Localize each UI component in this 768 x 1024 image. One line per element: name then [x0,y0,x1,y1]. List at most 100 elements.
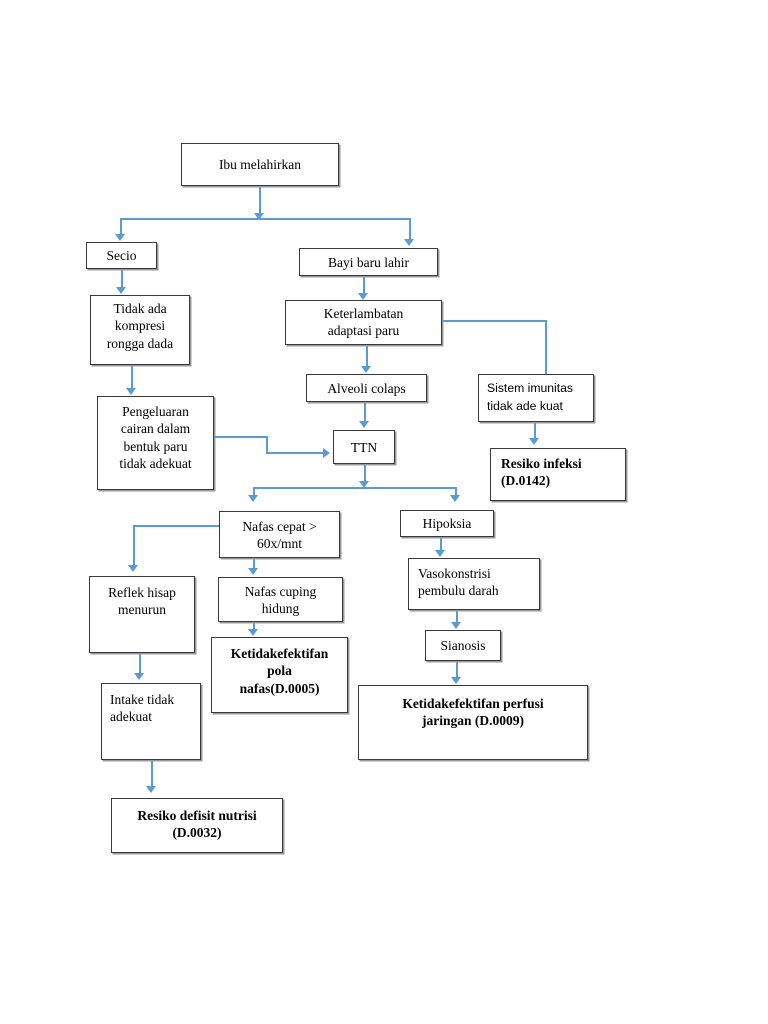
node-ibu-melahirkan[interactable]: Ibu melahirkan [181,143,339,186]
line-2: tidak ade kuat [487,398,563,413]
node-resiko-infeksi-label: Resiko infeksi (D.0142) [501,455,620,490]
node-keterlambatan-adaptasi[interactable]: Keterlambatan adaptasi paru [285,300,442,345]
line-1: Resiko defisit nutrisi [137,808,257,823]
edge-keterlambatan-to-imunitas-v [545,320,547,376]
edge-ttn-split-left [253,487,255,497]
edge-imunitas-to-infeksi [534,421,536,441]
line-1: Nafas cuping [244,584,317,599]
line-1: Ketidakefektifan [230,646,329,661]
node-resiko-defisit-nutrisi[interactable]: Resiko defisit nutrisi (D.0032) [111,798,283,853]
line-2: pembulu darah [418,583,499,599]
arrow-to-reflek [128,565,138,572]
line-1: Resiko infeksi [501,456,582,471]
edge-hipoksia-to-vaso [440,537,442,552]
edge-cuping-to-pola [253,622,255,631]
node-sistem-imunitas-label: Sistem imunitas tidak ade kuat [487,380,588,415]
line-3: bentuk paru [123,438,188,454]
arrow-imunitas-down [529,438,539,445]
edge-keterlambatan-to-imunitas-h [442,320,547,322]
node-bayi-baru-lahir[interactable]: Bayi baru lahir [299,248,438,276]
node-sistem-imunitas[interactable]: Sistem imunitas tidak ade kuat [478,374,594,422]
edge-pengeluaran-to-ttn-v [266,436,268,453]
line-2: adekuat [110,709,152,725]
node-ketidakefektifan-pola-nafas[interactable]: Ketidakefektifan pola nafas(D.0005) [211,637,348,713]
node-vasokonstrisi[interactable]: Vasokonstrisi pembulu darah [408,558,540,610]
edge-split-bar [120,218,410,220]
node-sianosis[interactable]: Sianosis [425,630,501,661]
node-alveoli-colaps-label: Alveoli colaps [327,380,406,396]
line-1: Intake tidak [110,692,175,707]
arrow-hipoksia-down [435,550,445,557]
line-1: Ketidakefektifan perfusi [402,696,544,711]
line-3: nafas(D.0005) [239,680,320,696]
arrow-nafas-down [248,568,258,575]
edge-nafas-to-reflek-v [133,525,135,567]
edge-nafas-to-cuping [253,558,255,570]
edge-reflek-to-intake [139,653,141,675]
node-hipoksia-label: Hipoksia [422,516,472,532]
node-hipoksia[interactable]: Hipoksia [400,510,494,537]
line-2: (D.0142) [501,473,551,489]
node-bayi-baru-lahir-label: Bayi baru lahir [328,254,409,270]
node-intake-tidak-adekuat-label: Intake tidak adekuat [110,691,195,726]
node-ketidakefektifan-perfusi-label: Ketidakefektifan perfusi jaringan (D.000… [364,695,582,730]
node-ttn-label: TTN [350,439,378,455]
line-3: rongga dada [106,335,174,351]
line-2: 60x/mnt [256,536,302,552]
node-nafas-cepat[interactable]: Nafas cepat > 60x/mnt [219,511,340,558]
line-2: menurun [118,602,166,618]
line-1: Reflek hisap [108,585,176,600]
arrow-vaso-down [451,622,461,629]
arrow-alveoli-down [359,421,369,428]
node-nafas-cepat-label: Nafas cepat > 60x/mnt [225,518,334,553]
arrow-to-secio [115,234,125,241]
node-resiko-defisit-nutrisi-label: Resiko defisit nutrisi (D.0032) [117,807,277,842]
edge-split-right [409,218,411,241]
node-ibu-melahirkan-label: Ibu melahirkan [218,157,302,173]
arrow-keterlambatan-down [361,366,371,373]
edge-bayi-to-keterlambatan [363,275,365,296]
arrow-reflek-down [134,673,144,680]
edge-ttn-split-bar [253,487,456,489]
node-tidak-ada-kompresi[interactable]: Tidak ada kompresi rongga dada [90,295,190,365]
node-alveoli-colaps[interactable]: Alveoli colaps [306,374,427,402]
node-vasokonstrisi-label: Vasokonstrisi pembulu darah [418,565,534,600]
edge-ttn-to-split [364,464,366,485]
node-ttn[interactable]: TTN [333,430,395,464]
arrow-bayi-down [358,293,368,300]
line-1: Sistem imunitas [487,381,574,395]
node-resiko-infeksi[interactable]: Resiko infeksi (D.0142) [490,448,626,501]
arrow-pengeluaran-right [323,448,330,458]
line-1: Keterlambatan [323,306,404,321]
edge-intake-to-defisit [151,760,153,788]
edge-keterlambatan-to-alveoli [366,344,368,370]
edge-pengeluaran-to-ttn-h1 [214,436,268,438]
edge-vaso-to-sianosis [456,610,458,624]
node-nafas-cuping[interactable]: Nafas cuping hidung [218,577,343,622]
line-2: (D.0032) [172,825,222,841]
node-pengeluaran-cairan[interactable]: Pengeluaran cairan dalam bentuk paru tid… [97,396,214,490]
line-2: pola [267,663,292,679]
edge-split-left [120,218,122,237]
edge-sianosis-to-perfusi [456,661,458,678]
line-4: tidak adekuat [119,455,192,471]
arrow-cuping-down [248,629,258,636]
edge-ttn-split-right [455,487,457,497]
arrow-secio-down [116,287,126,294]
line-1: Pengeluaran [122,404,189,419]
node-secio[interactable]: Secio [86,242,157,269]
node-reflek-hisap-label: Reflek hisap menurun [95,584,189,619]
node-sianosis-label: Sianosis [440,638,486,654]
line-2: kompresi [114,318,166,334]
node-reflek-hisap[interactable]: Reflek hisap menurun [89,576,195,653]
arrow-intake-down [146,786,156,793]
edge-alveoli-to-ttn [364,402,366,424]
node-ketidakefektifan-perfusi[interactable]: Ketidakefektifan perfusi jaringan (D.000… [358,685,588,760]
node-intake-tidak-adekuat[interactable]: Intake tidak adekuat [101,683,201,760]
line-1: Tidak ada [113,301,167,316]
edge-ibu-to-split [259,185,261,218]
node-secio-label: Secio [106,248,137,264]
arrow-kompresi-down [126,388,136,395]
edge-pengeluaran-to-ttn-h2 [266,452,324,454]
